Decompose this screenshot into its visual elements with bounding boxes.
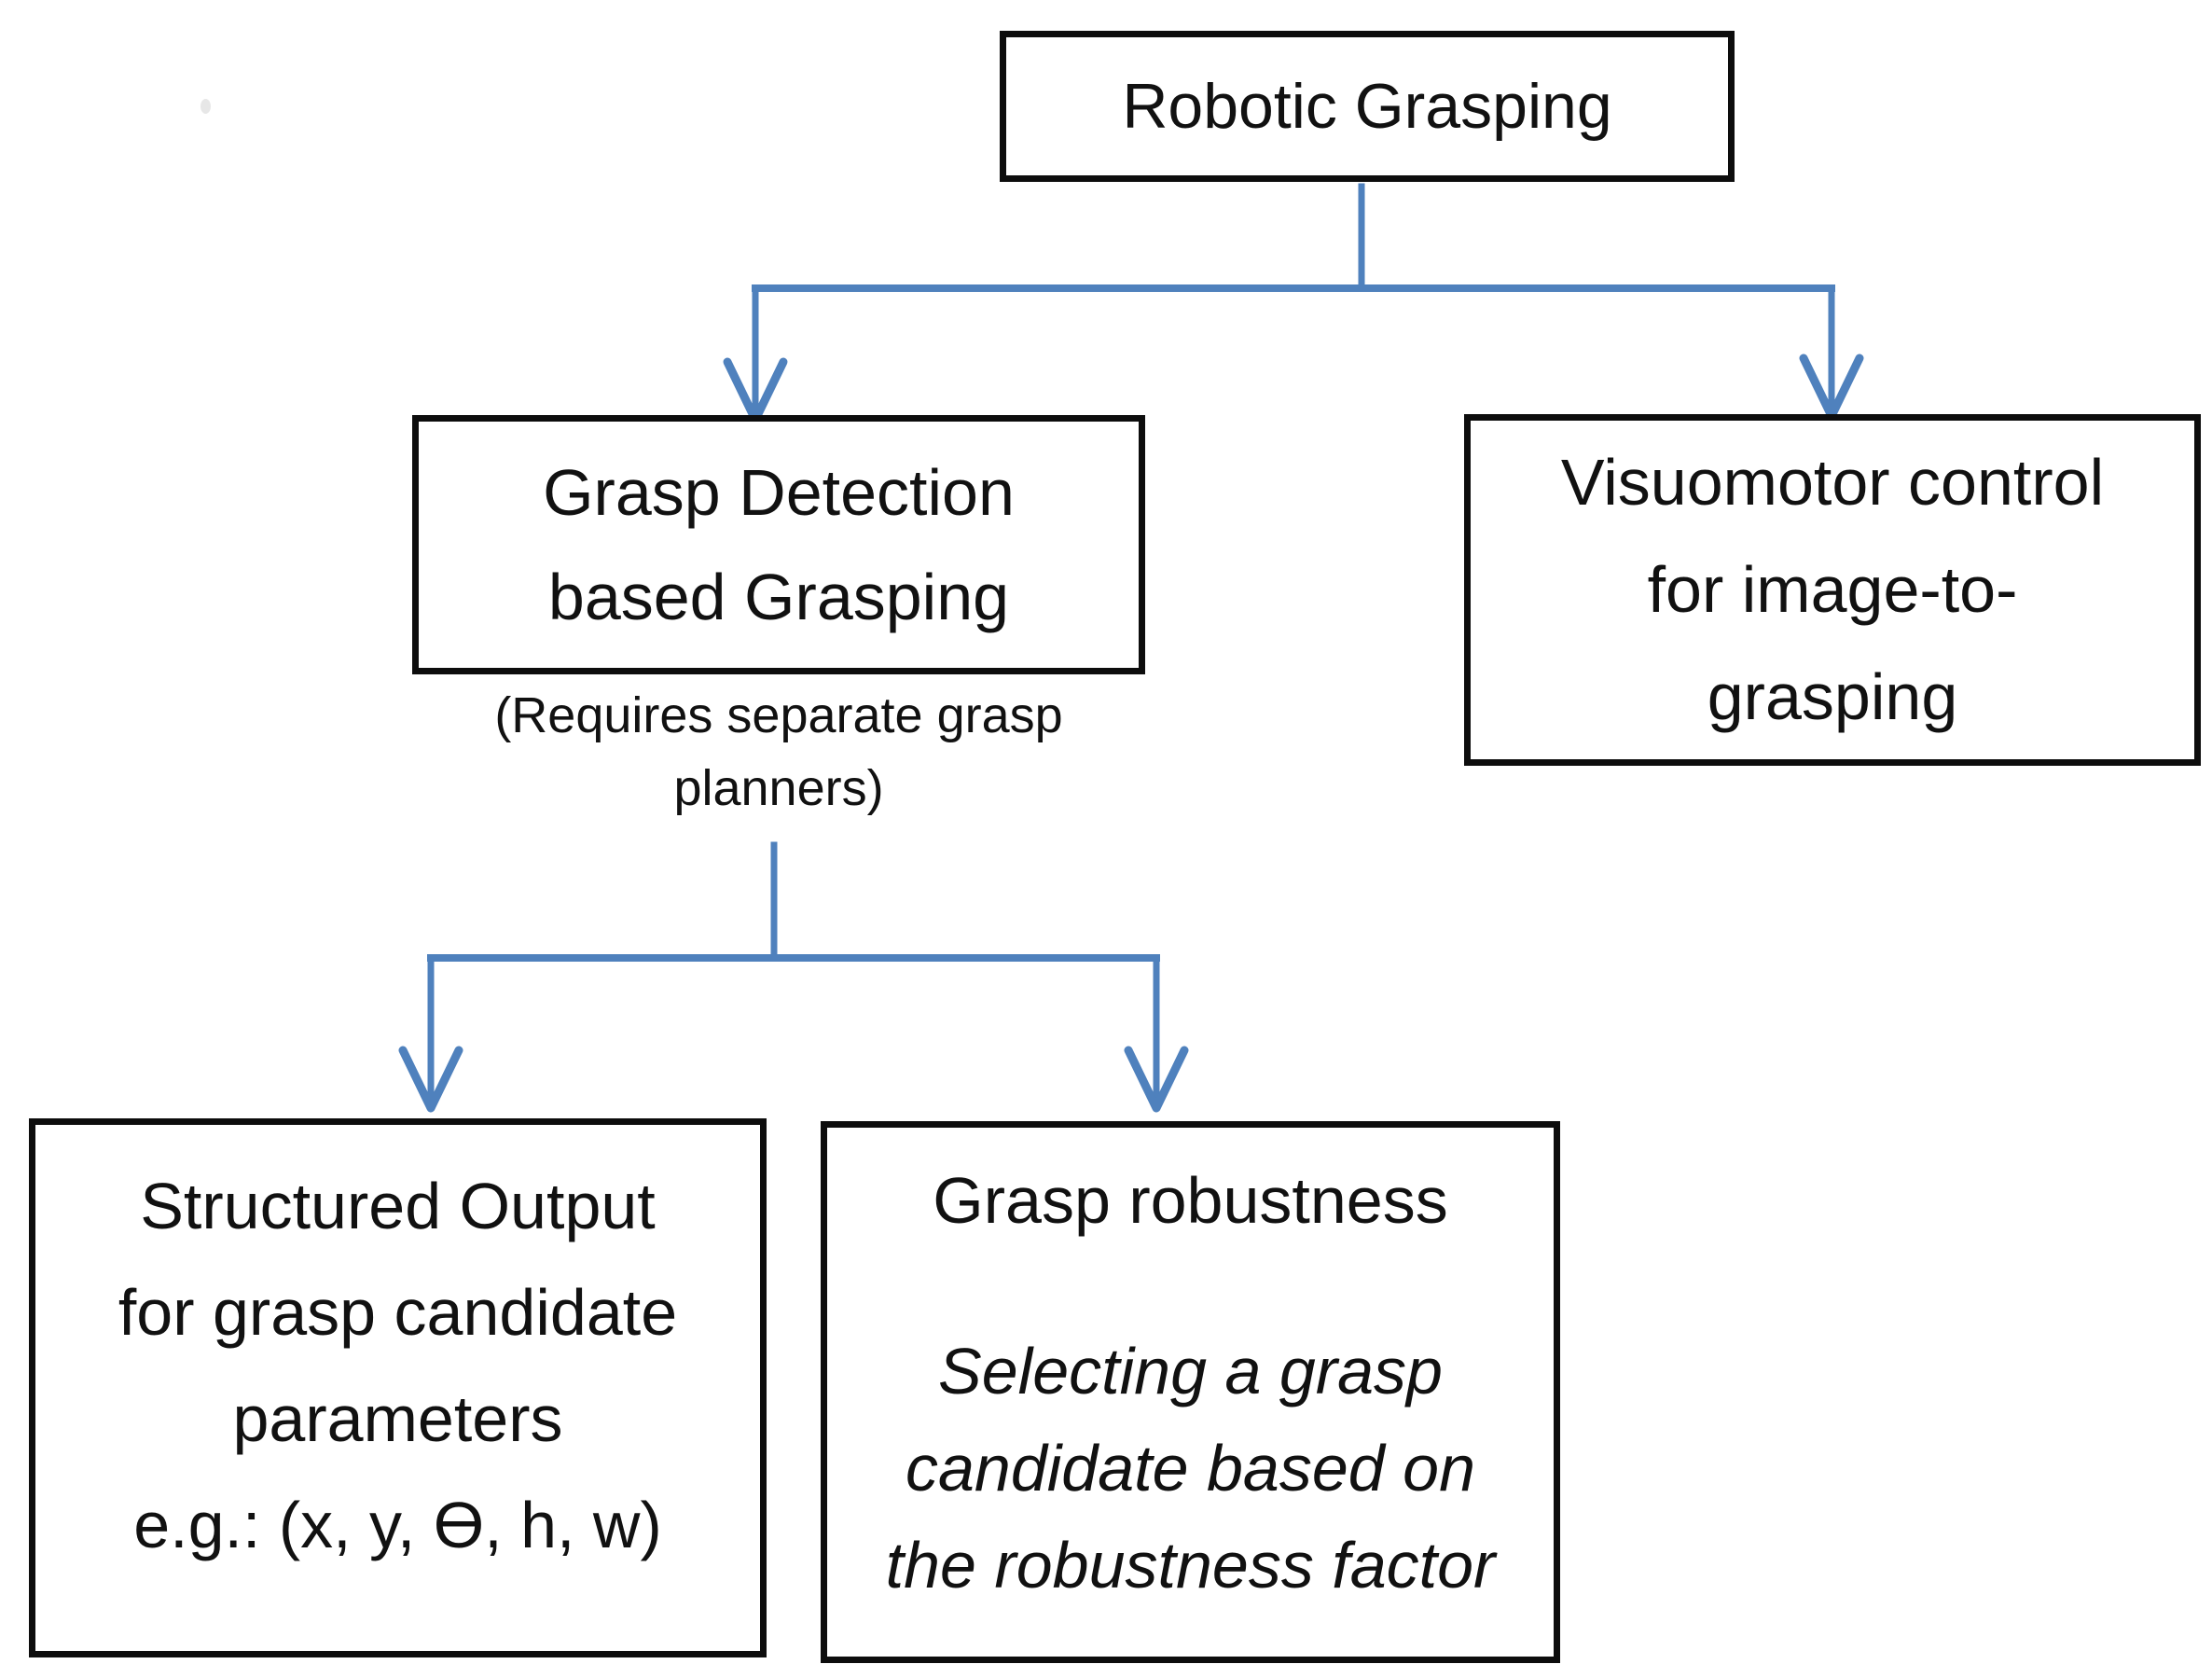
node-robotic-grasping: Robotic Grasping [1000,31,1735,182]
node-label: Robotic Grasping [1122,71,1612,142]
node-label-line: parameters [232,1382,563,1455]
node-detail-line: candidate based on [905,1432,1476,1505]
node-visuomotor-control: Visuomotor control for image-to- graspin… [1464,414,2201,766]
node-label-line: Structured Output [140,1170,656,1242]
node-label-line: Grasp Detection [543,456,1015,529]
arrow-down-icon [1124,1046,1189,1113]
connector-root-to-children [723,183,1864,424]
node-grasp-detection: Grasp Detection based Grasping [412,415,1145,674]
node-label-line: grasping [1707,660,1958,733]
node-label-line: based Grasping [547,561,1010,633]
arrow-down-icon [398,1046,463,1113]
node-structured-output: Structured Output for grasp candidate pa… [29,1118,767,1657]
connector-detection-to-children [398,841,1189,1113]
node-title: Grasp robustness [933,1164,1448,1237]
node-label-line: for image-to- [1647,553,2018,626]
node-label-line: Visuomotor control [1560,446,2105,519]
caption-line: (Requires separate grasp [494,687,1063,743]
node-label-line: for grasp candidate [118,1276,678,1349]
caption-line: planners) [673,760,884,816]
node-label-line: e.g.: (x, y, Ɵ, h, w) [133,1489,662,1561]
node-detail-text: Selecting a grasp candidate based on the… [886,1323,1496,1614]
node-detail-line: Selecting a grasp [938,1335,1443,1408]
stray-mark [200,99,211,114]
node-detail-line: the robustness factor [885,1529,1496,1602]
grasp-detection-caption: (Requires separate grasp planners) [412,679,1145,825]
node-grasp-robustness: Grasp robustness Selecting a grasp candi… [821,1121,1560,1663]
